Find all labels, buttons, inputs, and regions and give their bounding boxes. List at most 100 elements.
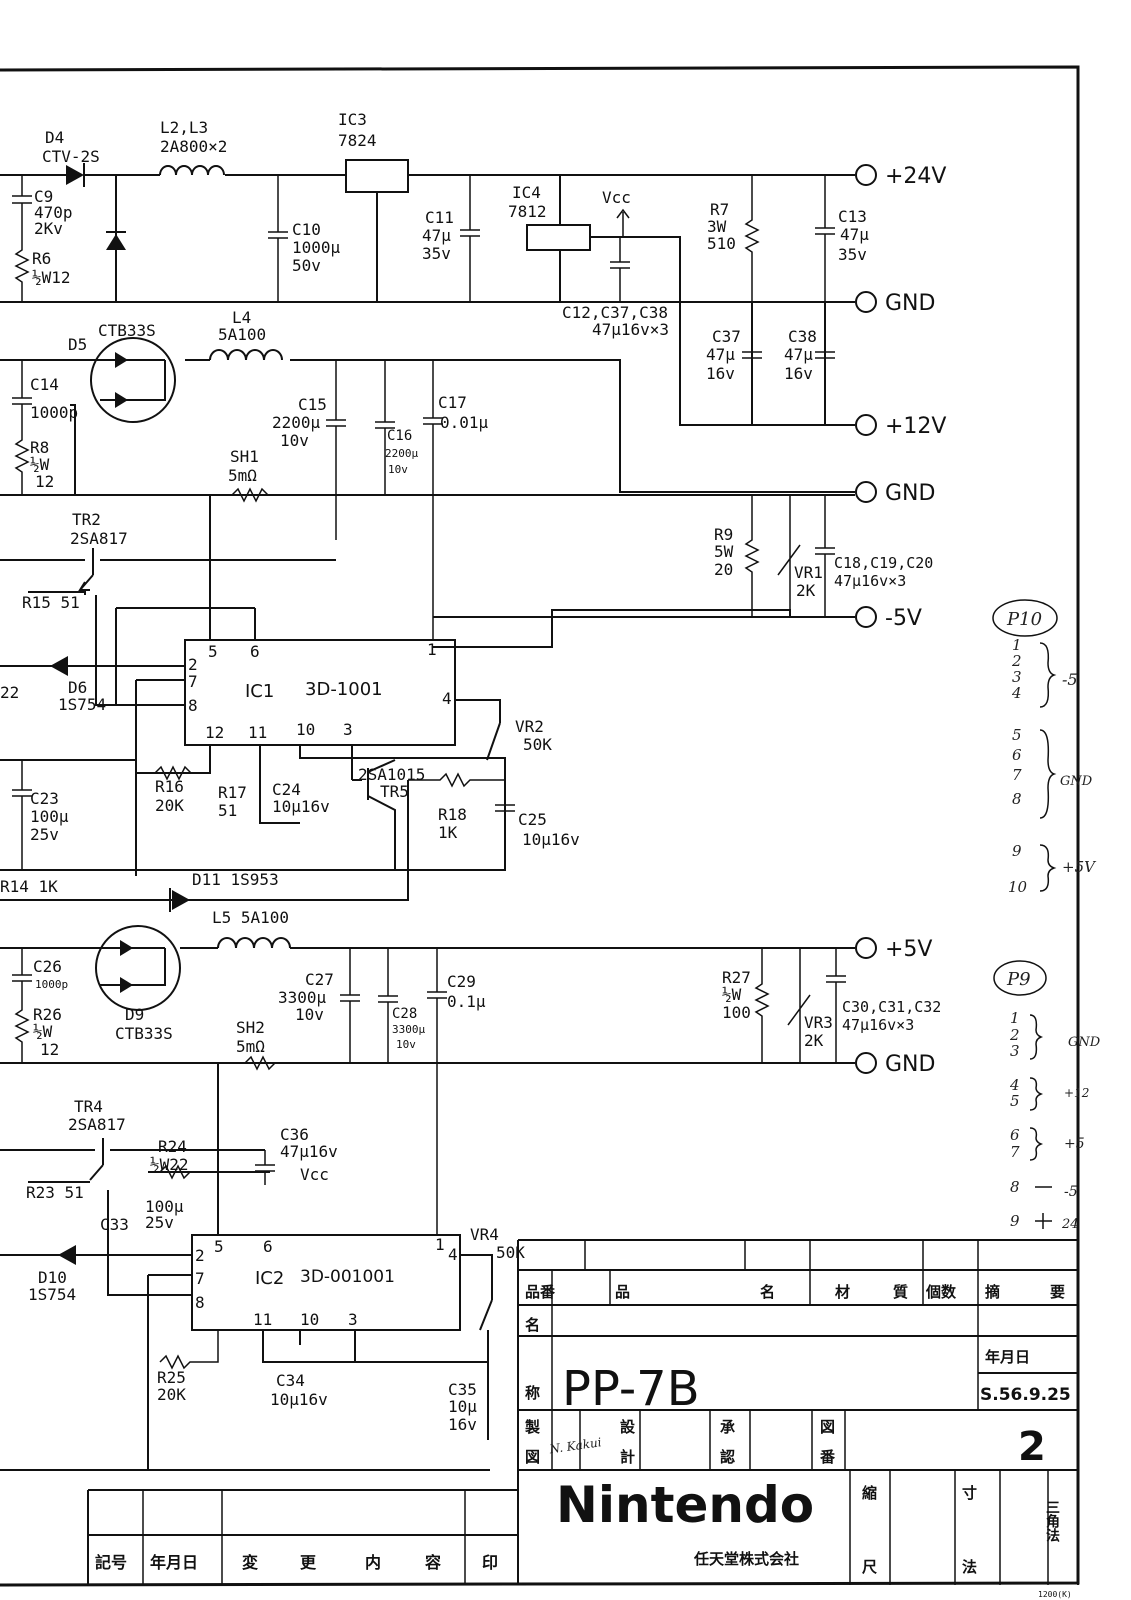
ic2-pin-10: 10	[300, 1310, 319, 1329]
terminal-12v	[855, 414, 877, 436]
label-tr2: TR2	[72, 510, 101, 529]
terminal-gnd-3	[855, 1052, 877, 1074]
note-p9-group-3: +5	[1064, 1136, 1085, 1152]
label-c28-volt: 10v	[396, 1038, 416, 1051]
ic2-pin-4: 4	[448, 1245, 458, 1264]
ic1-pin-12: 12	[205, 723, 224, 742]
label-l4: L4	[232, 308, 251, 327]
label-c24-val: 10µ16v	[272, 797, 330, 816]
label-c11-volt: 35v	[422, 244, 451, 263]
label-c34: C34	[276, 1371, 305, 1390]
note-p10-group-3: +5V	[1062, 858, 1097, 876]
label-l5: L5 5A100	[212, 908, 289, 927]
label-sh1: SH1	[230, 447, 259, 466]
tb-form-number: 1200(K)	[1038, 1590, 1072, 1599]
label-c35: C35	[448, 1380, 477, 1399]
label-r26-val: 12	[40, 1040, 59, 1059]
label-c18-val: 47µ16v×3	[834, 572, 906, 590]
label-vr1: VR1	[794, 563, 823, 582]
label-vcc-2: Vcc	[300, 1165, 329, 1184]
label-c18: C18,C19,C20	[834, 554, 933, 572]
label-tr4-part: 2SA817	[68, 1115, 126, 1134]
component-labels: D4 CTV-2S L2,L3 2A800×2 IC3 7824 C9 470p…	[0, 110, 941, 1434]
label-ic4: IC4	[512, 183, 541, 202]
rev-content-3: 内	[365, 1553, 381, 1572]
tb-sheet-number: 2	[1018, 1424, 1046, 1470]
label-c26: C26	[33, 957, 62, 976]
ic1-pin-8: 8	[188, 696, 198, 715]
label-r7: R7	[710, 200, 729, 219]
output-gnd-2: GND	[885, 481, 935, 506]
p9-circle	[993, 960, 1047, 996]
p10-circle	[992, 599, 1058, 637]
label-c29: C29	[447, 972, 476, 991]
tb-drawing-no-1: 図	[820, 1418, 835, 1436]
note-p10-pin6: 6	[1012, 746, 1022, 764]
label-r8-w: ½W	[30, 455, 50, 474]
note-p10-pin7: 7	[1012, 766, 1022, 784]
label-c28-val: 3300µ	[392, 1023, 425, 1036]
label-c38: C38	[788, 327, 817, 346]
label-sh1-val: 5mΩ	[228, 466, 257, 485]
tb-company-logo: Nintendo	[556, 1476, 814, 1534]
tb-approve-1: 承	[720, 1418, 735, 1436]
ic1-pin-10: 10	[296, 720, 315, 739]
label-c12: C12,C37,C38	[562, 303, 668, 322]
note-p9-pin8: 8	[1010, 1178, 1020, 1196]
ic2-pin-3: 3	[348, 1310, 358, 1329]
terminal-24v	[855, 164, 877, 186]
label-c27-val: 3300µ	[278, 988, 327, 1007]
label-c16: C16	[387, 428, 412, 444]
label-ic2-part: 3D-001001	[300, 1267, 395, 1287]
tb-remarks-header-2: 要	[1050, 1283, 1065, 1301]
terminal-gnd-1	[855, 291, 877, 313]
ic1-pin-11: 11	[248, 723, 267, 742]
label-vr4-val: 50K	[496, 1243, 525, 1262]
label-c26-val: 1000p	[35, 978, 68, 991]
label-r6: R6	[32, 249, 51, 268]
label-d9-part: CTB33S	[115, 1024, 173, 1043]
tb-dim-2: 法	[962, 1558, 977, 1576]
label-r16: R16	[155, 777, 184, 796]
label-sh2: SH2	[236, 1018, 265, 1037]
ic1-pin-3: 3	[343, 720, 353, 739]
tb-design-1: 設	[620, 1418, 636, 1436]
label-ic2: IC2	[255, 1268, 284, 1289]
note-p9-pin2: 2	[1009, 1026, 1020, 1044]
label-tr2-part: 2SA817	[70, 529, 128, 548]
note-p9-pin6: 6	[1010, 1126, 1020, 1144]
tb-drawing-no-2: 番	[819, 1448, 836, 1466]
label-vr4: VR4	[470, 1225, 499, 1244]
ic1-pin-6: 6	[250, 642, 260, 661]
tb-approve-2: 認	[720, 1448, 735, 1466]
note-p10-pin8: 8	[1012, 790, 1022, 808]
label-c38-volt: 16v	[784, 364, 813, 383]
tb-material-header-1: 材	[835, 1283, 850, 1301]
label-c14: C14	[30, 375, 59, 394]
label-tr4: TR4	[74, 1097, 103, 1116]
tb-date: S.56.9.25	[980, 1385, 1071, 1405]
label-d10-part: 1S754	[28, 1285, 76, 1304]
label-d5-part: CTB33S	[98, 321, 156, 340]
ic2-pin-1: 1	[435, 1235, 445, 1254]
label-r17-val: 51	[218, 801, 237, 820]
tb-drawn-signature: N. Kakui	[548, 1435, 603, 1456]
label-r25: R25	[157, 1368, 186, 1387]
ic2-pin-6: 6	[263, 1237, 273, 1256]
ic2-pin-11: 11	[253, 1310, 272, 1329]
tb-scale-2: 尺	[862, 1558, 877, 1576]
tb-projection: 三角法	[1044, 1500, 1060, 1543]
output-24v: +24V	[885, 164, 946, 189]
drawing-frame	[0, 65, 1080, 1587]
label-d9: D9	[125, 1005, 144, 1024]
label-d4: D4	[45, 128, 64, 147]
label-c36: C36	[280, 1125, 309, 1144]
ic1-pin-7: 7	[188, 672, 198, 691]
label-vr2: VR2	[515, 717, 544, 736]
label-r26-w: ½W	[33, 1022, 53, 1041]
label-r27-w: ½W	[722, 985, 742, 1004]
rev-date-header: 年月日	[150, 1553, 198, 1572]
note-p9-pin3: 3	[1010, 1042, 1020, 1060]
label-r8-val: 12	[35, 472, 54, 491]
label-vr1-val: 2K	[796, 581, 816, 600]
